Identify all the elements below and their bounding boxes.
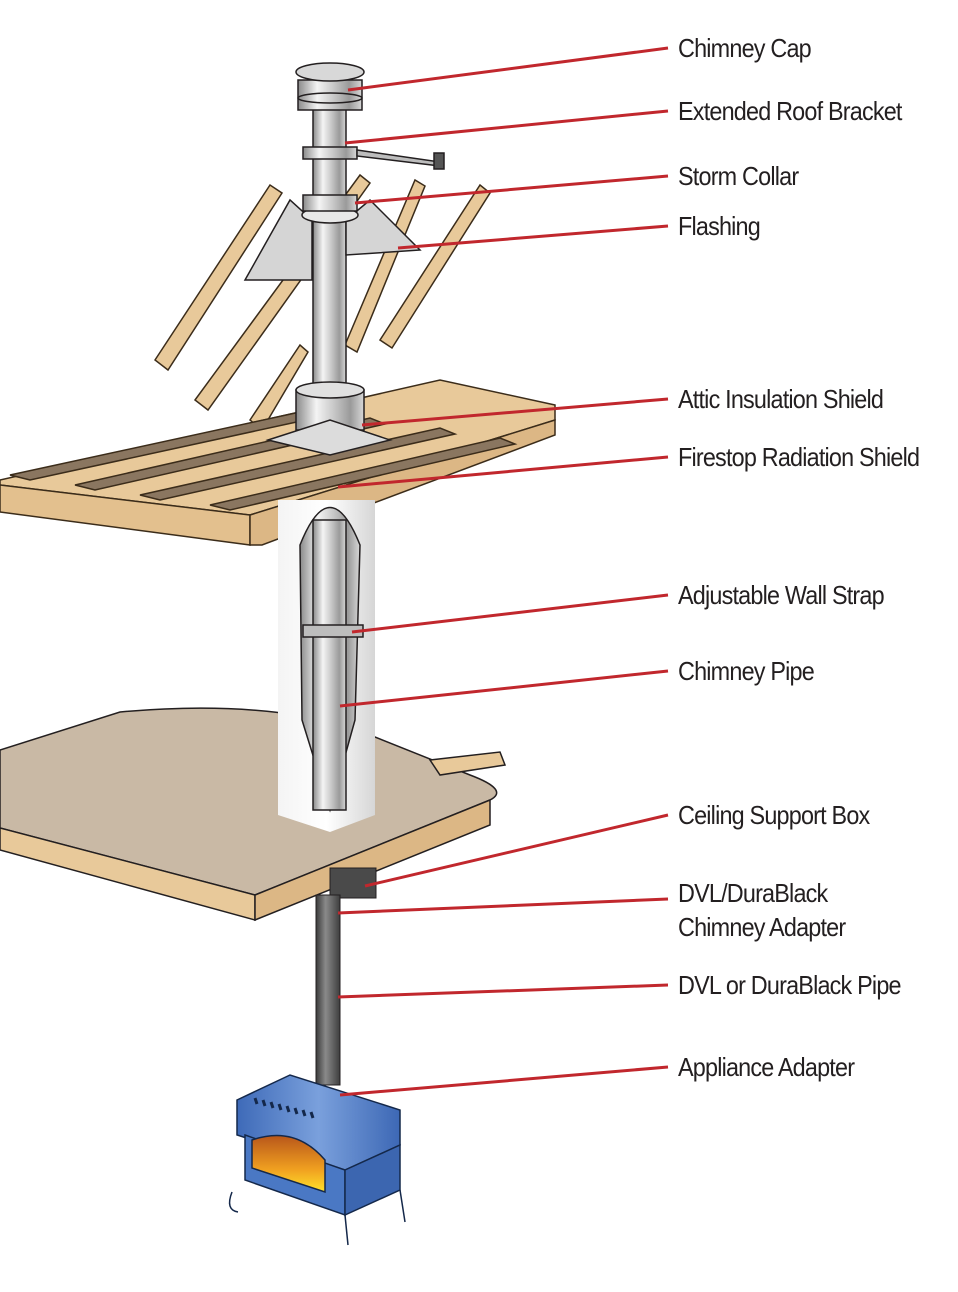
label-chimney-pipe: Chimney Pipe — [678, 656, 815, 686]
leader-attic-insulation-shield — [361, 397, 669, 427]
label-attic-insulation-shield: Attic Insulation Shield — [678, 384, 884, 414]
chimney-pipe-body — [243, 62, 445, 813]
wood-stove — [228, 1074, 406, 1246]
leader-chimney-cap — [347, 46, 669, 92]
label-adjustable-wall-strap: Adjustable Wall Strap — [678, 580, 885, 610]
leader-ceiling-support-box — [364, 813, 669, 888]
leader-firestop-radiation-shield — [337, 455, 669, 489]
label-firestop-radiation-shield: Firestop Radiation Shield — [678, 442, 920, 472]
leader-chimney-pipe — [339, 669, 669, 708]
label-chimney-cap: Chimney Cap — [678, 33, 812, 63]
label-appliance-adapter: Appliance Adapter — [678, 1052, 855, 1082]
label-chimney-adapter-line2: Chimney Adapter — [678, 912, 846, 942]
leader-durablack-pipe — [337, 983, 669, 999]
leader-lines — [337, 46, 669, 1097]
leader-appliance-adapter — [339, 1065, 669, 1097]
leader-extended-roof-bracket — [344, 109, 669, 145]
label-durablack-pipe: DVL or DuraBlack Pipe — [678, 970, 902, 1000]
leader-flashing — [397, 224, 669, 250]
label-ceiling-support-box: Ceiling Support Box — [678, 800, 870, 830]
leader-chimney-adapter — [337, 897, 669, 915]
leader-storm-collar — [354, 174, 669, 205]
label-chimney-adapter-line1: DVL/DuraBlack — [678, 878, 828, 908]
leader-adjustable-wall-strap — [351, 593, 669, 634]
label-extended-roof-bracket: Extended Roof Bracket — [678, 96, 902, 126]
label-storm-collar: Storm Collar — [678, 161, 799, 191]
ceiling — [0, 707, 507, 922]
label-flashing: Flashing — [678, 211, 761, 241]
black-pipe-assembly — [315, 867, 377, 1086]
